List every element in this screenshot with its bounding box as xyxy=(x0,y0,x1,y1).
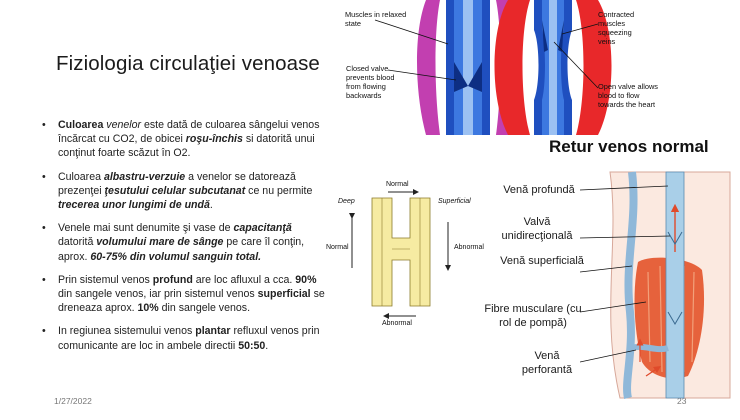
bullet-text-segment: si datorită unui conţinut foarte scăzut … xyxy=(58,133,315,160)
bullet-item: Culoarea albastru-verzuie a venelor se d… xyxy=(40,170,326,213)
h-right-label: Abnormal xyxy=(454,244,484,251)
slide-title: Fiziologia circulaţiei venoase xyxy=(56,52,320,75)
bullet-item: In regiunea sistemului venos plantar ref… xyxy=(40,324,326,352)
bullet-text-segment: are loc afluxul a cca. xyxy=(192,273,296,286)
bullet-text-segment: roşu-închis xyxy=(185,133,243,146)
bullet-text-segment: volumului mare de sânge xyxy=(96,236,224,249)
bullet-text-segment: Culoarea xyxy=(58,119,104,131)
closed-valve-label: Closed valve prevents blood from flowing… xyxy=(346,64,395,100)
bullet-item: Culoarea venelor este dată de culoarea s… xyxy=(40,118,326,161)
bullet-text-segment: trecerea unor lungimi de undă xyxy=(58,199,210,212)
bullet-text-segment: 60-75% din volumul sanguin total. xyxy=(90,250,262,263)
bullet-text-segment: 50:50 xyxy=(238,339,266,352)
h-deep-label: Deep xyxy=(338,198,355,205)
bullet-text-segment: Culoarea xyxy=(58,170,104,183)
bullet-item: Venele mai sunt denumite şi vase de capa… xyxy=(40,221,326,264)
bullet-text-segment: ţesutului celular subcutanat xyxy=(104,184,246,197)
bullet-text-segment: 90% xyxy=(295,273,317,286)
slide-page-number: 23 xyxy=(677,396,687,406)
closed-valve xyxy=(454,62,482,92)
bullet-text-segment: plantar xyxy=(195,325,231,338)
contracted-muscle-left xyxy=(494,0,530,135)
bullet-text-segment: din sangele venos, iar prin sistemul ven… xyxy=(58,288,258,301)
h-top-label: Normal xyxy=(386,181,409,188)
bullet-text-segment: albastru-verzuie xyxy=(103,170,186,183)
bullet-text-segment: In regiunea sistemului venos xyxy=(58,325,196,338)
leg-figure-heading: Retur venos normal xyxy=(549,137,709,156)
relaxed-muscles-label: Muscles in relaxed state xyxy=(345,10,407,28)
bullet-text-segment: . xyxy=(209,199,213,212)
bullet-text-segment: ce nu permite xyxy=(245,184,313,197)
relaxed-muscle-left xyxy=(417,0,440,135)
muscle-fibres-label: Fibre musculare (cu rol de pompă) xyxy=(484,303,582,329)
leg-perforating-vein xyxy=(631,343,669,353)
bullet-text-segment: 10% xyxy=(137,302,159,315)
slide-date: 1/27/2022 xyxy=(54,396,92,406)
h-bottom-label: Abnormal xyxy=(382,320,412,327)
perforating-vein-label: Venă perforantă xyxy=(521,350,573,376)
open-valve xyxy=(542,20,564,52)
bullet-text-segment: a venelor se datorează prezenţei xyxy=(58,170,296,197)
bullet-text-segment: venelor xyxy=(106,119,142,131)
bullet-text-segment: profund xyxy=(152,273,193,286)
h-superficial-label: Superficial xyxy=(438,198,471,205)
valve-label: Valvă unidirecţională xyxy=(501,216,573,242)
leg-venous-return-illustration xyxy=(580,171,731,399)
leg-deep-vein xyxy=(665,171,685,399)
bullet-text-segment: datorită xyxy=(58,236,97,249)
bullet-text-segment: este dată de culoarea sângelui venos înc… xyxy=(58,119,320,146)
bullet-item: Prin sistemul venos profund are loc aflu… xyxy=(40,273,326,316)
bullet-text-segment: refluxul venos prin comunicante are loc … xyxy=(58,325,320,352)
h-left-label: Normal xyxy=(326,244,349,251)
bullet-text-segment: se dreneaza aprox. xyxy=(58,288,325,315)
bullet-text-segment: Prin sistemul venos xyxy=(58,273,153,286)
deep-vein-label: Venă profundă xyxy=(503,184,575,196)
flow-direction-diagram xyxy=(349,189,451,319)
bullet-text-segment: Venele mai sunt denumite şi vase de xyxy=(58,222,234,235)
contracted-muscles-label: Contracted muscles squeezing veins xyxy=(598,10,635,46)
superficial-vein-label: Venă superficială xyxy=(500,255,584,267)
h-vein-shape xyxy=(371,197,431,307)
contracted-muscle-right xyxy=(576,0,612,135)
bullet-text-segment: pe care îl conţin, aprox. xyxy=(58,236,305,263)
venous-valve-illustration xyxy=(374,0,612,135)
leg-superficial-vein xyxy=(623,171,638,399)
bullet-text-segment: din sangele venos. xyxy=(158,302,251,315)
open-valve-label: Open valve allows blood to flow towards … xyxy=(598,82,658,109)
bullet-text-segment: . xyxy=(265,339,269,352)
bullet-list: Culoarea venelor este dată de culoarea s… xyxy=(40,118,326,362)
bullet-text-segment: capacitanţă xyxy=(233,222,292,235)
bullet-text-segment: superficial xyxy=(257,288,311,301)
